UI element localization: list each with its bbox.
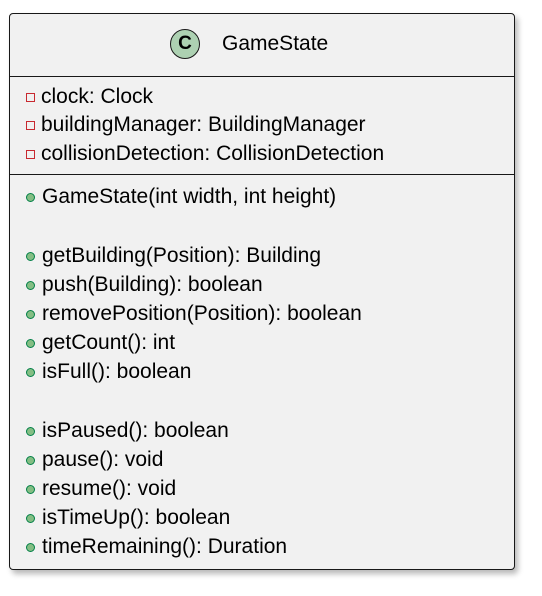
public-method-icon [26,542,35,552]
method-text: pause(): void [42,448,164,471]
method-row: isTimeUp(): boolean [26,505,230,531]
method-text: getCount(): int [42,331,176,354]
public-method-icon [26,280,35,290]
uml-class-box[interactable]: C GameState clock: Clock buildingManager… [9,13,515,570]
public-method-icon [26,484,35,494]
public-method-icon [26,192,35,202]
method-text: getBuilding(Position): Building [42,244,321,267]
method-row: isFull(): boolean [26,359,191,385]
public-method-icon [26,513,35,523]
private-field-icon [26,149,35,159]
private-field-icon [26,92,35,102]
method-row: getCount(): int [26,330,175,356]
method-text: timeRemaining(): Duration [42,535,288,558]
method-row: resume(): void [26,476,176,502]
method-text: isFull(): boolean [42,360,192,383]
class-stereotype-letter: C [178,33,192,54]
method-row: GameState(int width, int height) [26,184,336,210]
field-text: clock: Clock [41,85,154,108]
public-method-icon [26,251,35,261]
method-row: isPaused(): boolean [26,418,229,444]
header-divider [10,76,514,77]
field-row: collisionDetection: CollisionDetection [26,141,384,167]
method-row: getBuilding(Position): Building [26,243,321,269]
class-name: GameState [222,32,329,55]
method-text: resume(): void [42,477,177,500]
class-stereotype-icon: C [170,29,200,59]
method-row: removePosition(Position): boolean [26,301,362,327]
field-row: clock: Clock [26,84,153,110]
public-method-icon [26,426,35,436]
public-method-icon [26,455,35,465]
method-text: isTimeUp(): boolean [42,506,231,529]
class-header: C GameState [10,14,514,76]
public-method-icon [26,338,35,348]
public-method-icon [26,309,35,319]
method-row: pause(): void [26,447,163,473]
field-row: buildingManager: BuildingManager [26,112,366,138]
private-field-icon [26,120,35,130]
fields-divider [10,174,514,175]
method-text: push(Building): boolean [42,273,263,296]
method-text: GameState(int width, int height) [42,185,337,208]
field-text: buildingManager: BuildingManager [41,113,366,136]
field-text: collisionDetection: CollisionDetection [41,142,385,165]
method-row: push(Building): boolean [26,272,263,298]
public-method-icon [26,367,35,377]
method-text: isPaused(): boolean [42,419,229,442]
method-row: timeRemaining(): Duration [26,534,287,560]
method-text: removePosition(Position): boolean [42,302,362,325]
